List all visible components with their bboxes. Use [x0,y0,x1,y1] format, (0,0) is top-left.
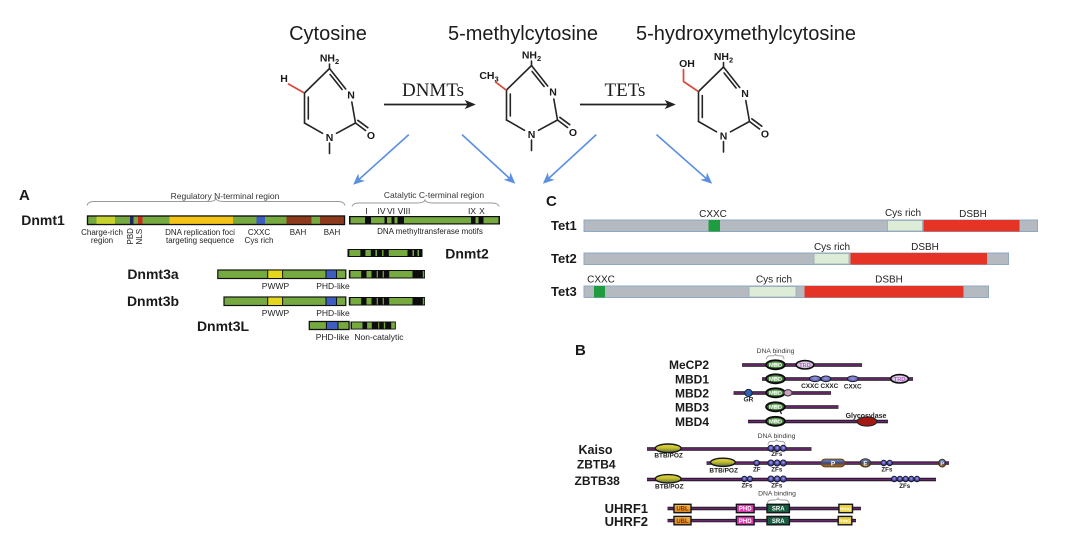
svg-text:DSBH: DSBH [911,242,939,253]
svg-text:ZFs: ZFs [899,483,911,490]
svg-text:Catalytic C-terminal region: Catalytic C-terminal region [384,190,484,200]
svg-text:ZFs: ZFs [771,482,783,489]
svg-text:Kaiso: Kaiso [579,443,613,457]
svg-text:MeCP2: MeCP2 [669,358,709,372]
svg-text:BTB/POZ: BTB/POZ [654,453,683,460]
svg-text:DNA binding: DNA binding [758,433,796,440]
svg-text:5-methylcytosine: 5-methylcytosine [448,23,598,45]
svg-text:RING: RING [839,519,851,524]
svg-text:PHD: PHD [739,519,752,525]
svg-text:Charge-rich: Charge-rich [81,228,123,237]
svg-text:Cys rich: Cys rich [814,242,850,253]
svg-text:E: E [863,461,867,467]
svg-text:ZFs: ZFs [881,467,893,474]
svg-text:DNA binding: DNA binding [758,491,796,498]
svg-text:PHD-like: PHD-like [316,308,350,318]
svg-text:ZBTB4: ZBTB4 [577,458,616,472]
svg-text:OH: OH [679,58,695,70]
svg-text:ZBTB38: ZBTB38 [575,474,621,488]
svg-text:VI: VI [387,206,395,216]
svg-text:C: C [546,193,557,210]
svg-text:CXXC: CXXC [821,383,839,390]
svg-text:PWWP: PWWP [262,281,290,291]
svg-text:Cys rich: Cys rich [756,275,792,286]
svg-text:DSBH: DSBH [875,275,903,286]
svg-text:targeting sequence: targeting sequence [166,236,235,245]
svg-text:DNA binding: DNA binding [757,348,795,355]
svg-text:Cytosine: Cytosine [289,23,367,45]
svg-text:region: region [91,236,113,245]
svg-text:CXXC: CXXC [801,383,819,390]
svg-text:Dnmt1: Dnmt1 [21,212,65,228]
svg-text:CXXC: CXXC [699,209,727,220]
svg-text:SRA: SRA [772,507,785,513]
svg-text:VIII: VIII [398,206,411,216]
svg-text:DSBH: DSBH [959,209,987,220]
svg-text:DNMTs: DNMTs [402,80,464,101]
svg-text:P: P [940,462,944,468]
svg-text:PWWP: PWWP [262,308,290,318]
svg-text:PHD-like: PHD-like [316,332,350,342]
svg-text:IX: IX [468,206,476,216]
svg-text:Regulatory N-terminal region: Regulatory N-terminal region [171,191,280,201]
svg-text:BTB/POZ: BTB/POZ [709,467,738,474]
svg-text:MBD2: MBD2 [675,387,709,401]
svg-text:SRA: SRA [772,519,785,525]
svg-text:BTB/POZ: BTB/POZ [655,484,684,491]
svg-text:DNA replication foci: DNA replication foci [165,228,235,237]
svg-text:CXXC: CXXC [587,275,615,286]
svg-text:NLS: NLS [135,229,144,245]
svg-text:Glycosylase: Glycosylase [846,413,887,420]
svg-text:A: A [19,187,30,204]
svg-text:GR: GR [744,397,754,404]
svg-text:CXXC: CXXC [248,228,270,237]
svg-text:X: X [479,206,485,216]
svg-text:ZF: ZF [753,466,761,473]
svg-text:ZFs: ZFs [771,466,783,473]
svg-text:Dnmt3b: Dnmt3b [127,293,179,309]
svg-text:UBL: UBL [676,519,689,525]
svg-text:PBD: PBD [126,228,135,245]
svg-text:DNA methyltransferase motifs: DNA methyltransferase motifs [377,227,483,236]
svg-text:PHD: PHD [739,507,752,513]
svg-text:BAH: BAH [290,228,307,237]
svg-text:CH3: CH3 [479,70,498,84]
svg-text:B: B [575,342,586,359]
svg-text:PHD-like: PHD-like [316,281,350,291]
svg-text:Tet1: Tet1 [551,218,577,233]
svg-text:Tet3: Tet3 [551,284,577,299]
svg-text:Dnmt2: Dnmt2 [445,246,489,262]
svg-text:UHRF1: UHRF1 [605,501,648,516]
svg-text:ZFs: ZFs [741,482,753,489]
svg-text:Dnmt3L: Dnmt3L [197,318,250,334]
svg-text:MBD3: MBD3 [675,401,709,415]
svg-text:5-hydroxymethylcytosine: 5-hydroxymethylcytosine [636,23,856,45]
svg-text:P: P [831,461,836,468]
svg-text:I: I [365,206,367,216]
svg-text:Tet2: Tet2 [551,251,577,266]
svg-text:ZFs: ZFs [771,451,783,458]
svg-text:MBD4: MBD4 [675,415,709,429]
svg-text:MBD1: MBD1 [675,373,709,387]
svg-text:BAH: BAH [324,228,341,237]
svg-text:Cys rich: Cys rich [885,208,921,219]
svg-text:TETs: TETs [605,80,646,101]
svg-text:RING: RING [840,507,852,512]
svg-text:H: H [280,73,288,85]
svg-text:Non-catalytic: Non-catalytic [354,332,404,342]
svg-text:Cys rich: Cys rich [245,236,274,245]
svg-text:IV: IV [377,206,385,216]
svg-text:Dnmt3a: Dnmt3a [127,266,179,282]
svg-text:UHRF2: UHRF2 [605,514,648,529]
svg-text:UBL: UBL [676,507,689,513]
svg-text:CXXC: CXXC [844,383,862,390]
